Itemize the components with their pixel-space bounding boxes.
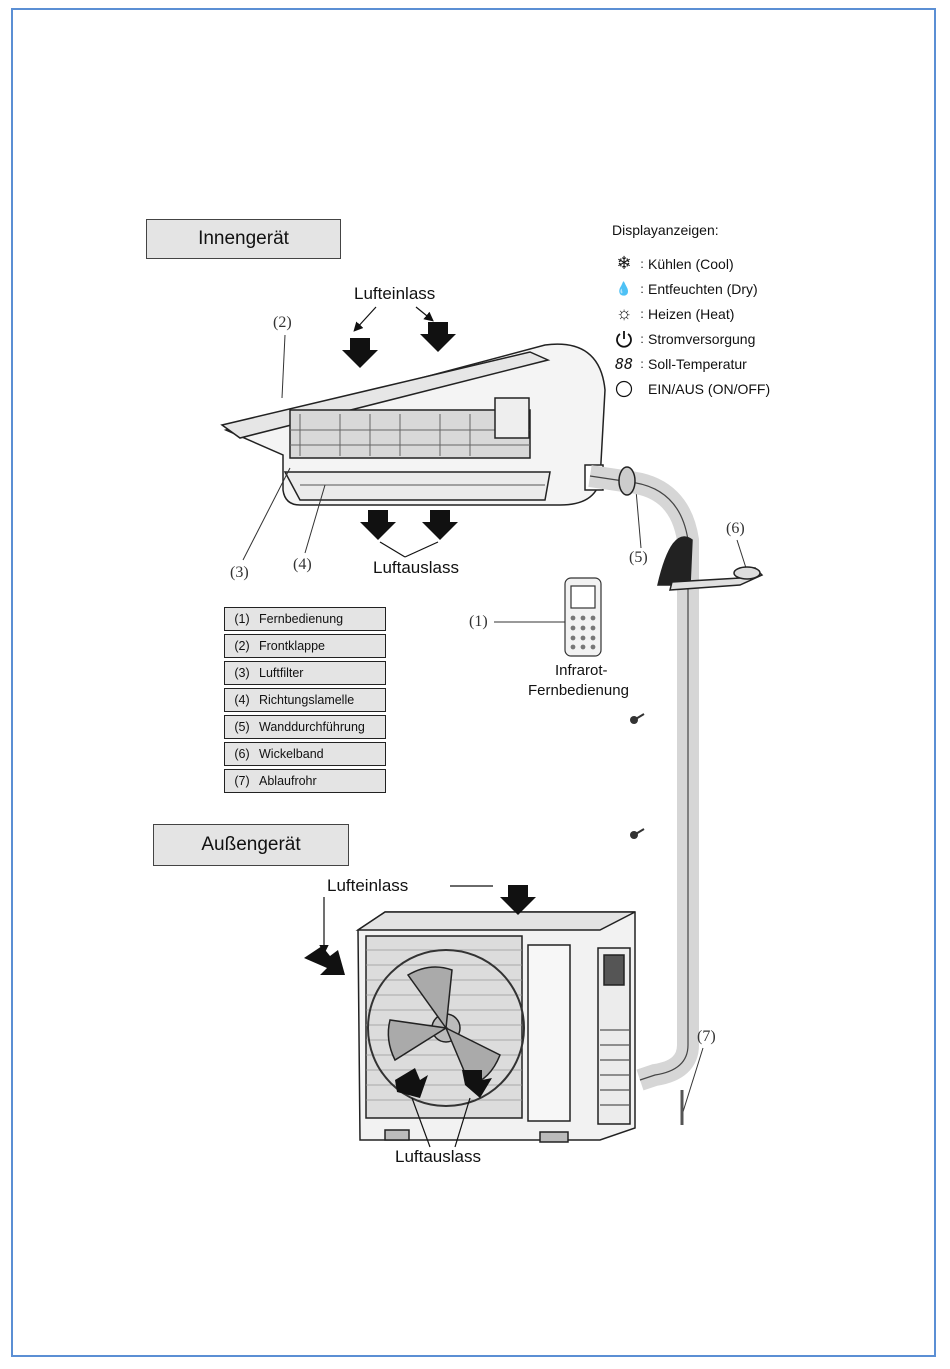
leader-5	[635, 489, 642, 549]
legend-item: (6)Wickelband	[224, 742, 386, 766]
outdoor-air-inlet-label: Lufteinlass	[327, 876, 409, 895]
parts-legend: (1)Fernbedienung (2)Frontklappe (3)Luftf…	[224, 607, 386, 796]
leader-3	[242, 467, 291, 561]
leader-6	[736, 539, 747, 569]
indoor-air-outlet-label: Luftauslass	[373, 558, 459, 577]
outdoor-inlet-arrows	[304, 885, 536, 975]
callout-5: (5)	[629, 549, 648, 566]
pipe-and-hose	[588, 465, 764, 1125]
drops-icon: 💧	[615, 280, 633, 296]
legend-item: (5)Wanddurchführung	[224, 715, 386, 739]
indoor-outlet-arrows	[360, 510, 458, 540]
display-row-cool: ❄:Kühlen (Cool)	[612, 251, 770, 276]
callout-4: (4)	[293, 556, 312, 573]
indoor-air-inlet-label: Lufteinlass	[354, 284, 436, 303]
legend-item: (1)Fernbedienung	[224, 607, 386, 631]
remote-label-line2: Fernbedienung	[528, 682, 629, 699]
leader-7	[681, 1047, 704, 1116]
display-title: Displayanzeigen:	[612, 222, 719, 238]
wall-screws	[630, 713, 645, 839]
segment-display-icon: 88	[614, 354, 634, 373]
leader-2	[281, 334, 286, 399]
outlet-pointer-right	[404, 541, 439, 558]
inlet-pointer-right	[415, 306, 434, 322]
outlet-pointer-left	[379, 541, 406, 558]
inlet-pointer-left	[353, 306, 377, 332]
outdoor-unit-title: Außengerät	[153, 824, 349, 866]
display-row-temp: 88:Soll-Temperatur	[612, 351, 770, 376]
callout-2: (2)	[273, 314, 292, 331]
indoor-inlet-arrows	[342, 322, 456, 368]
page-border	[11, 8, 936, 1357]
remote-label-line1: Infrarot-	[555, 662, 608, 679]
indoor-unit	[220, 343, 606, 506]
indoor-unit-title: Innengerät	[146, 219, 341, 259]
power-icon	[612, 328, 636, 350]
callout-3: (3)	[230, 564, 249, 581]
display-indicators: Displayanzeigen: ❄:Kühlen (Cool) 💧:Entfe…	[612, 222, 770, 401]
display-row-power: :Stromversorgung	[612, 326, 770, 351]
outdoor-outlet-pointer-left	[411, 1097, 431, 1148]
callout-6: (6)	[726, 520, 745, 537]
snowflake-icon: ❄	[616, 253, 632, 273]
legend-item: (3)Luftfilter	[224, 661, 386, 685]
leader-4	[304, 484, 326, 554]
outdoor-outlet-pointer-right	[454, 1097, 471, 1148]
legend-item: (4)Richtungslamelle	[224, 688, 386, 712]
sun-icon: ☼	[615, 303, 633, 323]
display-row-dry: 💧:Entfeuchten (Dry)	[612, 276, 770, 301]
display-row-heat: ☼:Heizen (Heat)	[612, 301, 770, 326]
outdoor-unit	[355, 911, 636, 1143]
legend-item: (2)Frontklappe	[224, 634, 386, 658]
outdoor-outlet-arrows	[395, 1068, 492, 1098]
callout-7: (7)	[697, 1028, 716, 1045]
outdoor-air-outlet-label: Luftauslass	[395, 1147, 481, 1166]
remote-control-drawing	[564, 577, 602, 657]
legend-item: (7)Ablaufrohr	[224, 769, 386, 793]
circle-icon	[612, 378, 636, 400]
callout-1: (1)	[469, 613, 488, 630]
display-row-onoff: EIN/AUS (ON/OFF)	[612, 376, 770, 401]
